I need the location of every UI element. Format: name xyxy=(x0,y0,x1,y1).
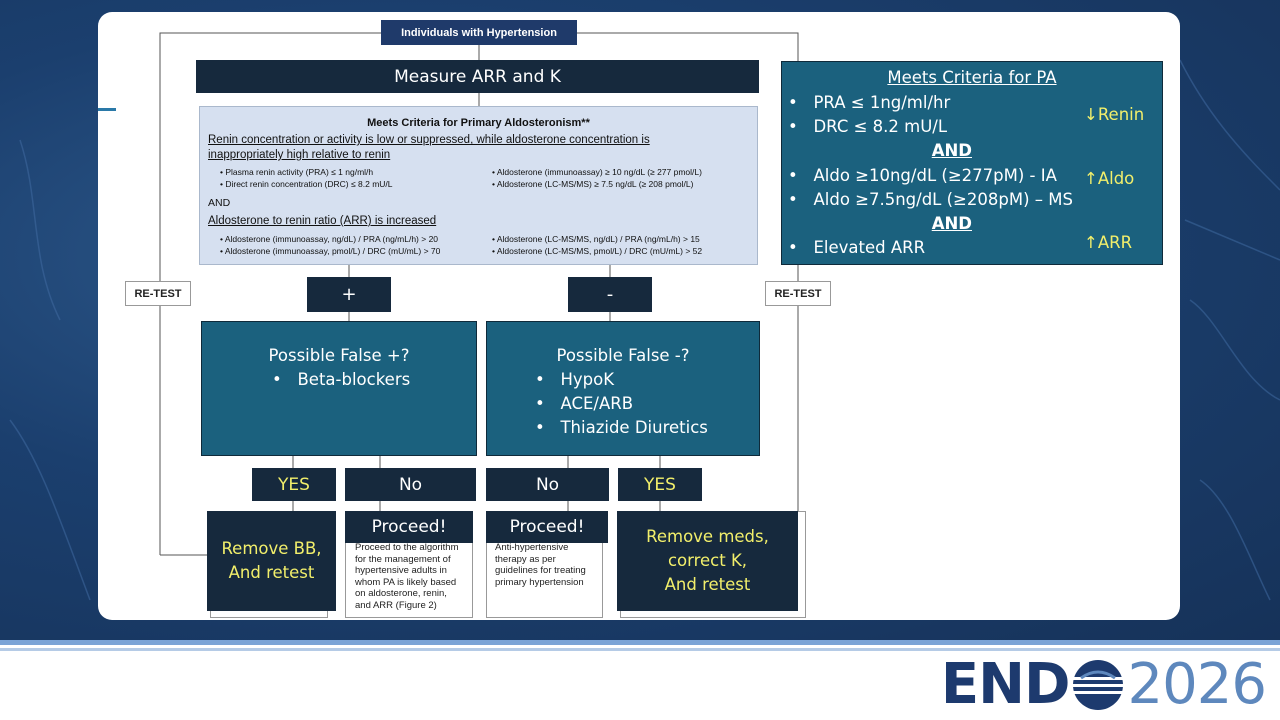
false-negative-item: • Thiazide Diuretics xyxy=(535,418,708,437)
renin-down-note: ↓Renin xyxy=(1084,105,1145,124)
footer-stripe xyxy=(0,648,1280,651)
endo-2026-logo: END 2026 xyxy=(940,652,1267,717)
meets-criteria-pa-box: Meets Criteria for PA • PRA ≤ 1ng/ml/hr … xyxy=(781,61,1163,265)
positive-result-box: + xyxy=(307,277,391,312)
detail-line: for the management of xyxy=(355,553,451,565)
criteria-bullet: • Plasma renin activity (PRA) ≤ 1 ng/ml/… xyxy=(220,167,374,177)
retest-left-box: RE-TEST xyxy=(125,281,191,306)
footer-bar: END 2026 xyxy=(0,640,1280,720)
remove-meds-line: correct K, xyxy=(667,551,748,570)
false-positive-item: • Beta-blockers xyxy=(272,370,411,389)
false-negative-item: • ACE/ARB xyxy=(535,394,634,413)
possible-false-positive-box: Possible False +? • Beta-blockers xyxy=(201,321,477,456)
pa-criterion: • Elevated ARR xyxy=(788,238,926,257)
criteria-line2: Aldosterone to renin ratio (ARR) is incr… xyxy=(208,215,437,227)
criteria-bullet: • Aldosterone (LC-MS/MS) ≥ 7.5 ng/dL (≥ … xyxy=(492,179,694,189)
criteria-bullet: • Direct renin concentration (DRC) ≤ 8.2… xyxy=(220,179,393,189)
accent-line xyxy=(98,108,116,111)
detail-line: whom PA is likely based xyxy=(355,576,457,588)
yes-left-box: YES xyxy=(252,468,336,501)
proceed-left-box: Proceed! xyxy=(345,511,473,543)
negative-result-box: - xyxy=(568,277,652,312)
detail-line: Anti-hypertensive xyxy=(495,542,569,553)
detail-line: therapy as per xyxy=(495,553,556,565)
criteria-and: AND xyxy=(208,197,231,209)
detail-line: Proceed to the algorithm xyxy=(355,542,459,553)
criteria-bullet: • Aldosterone (LC-MS/MS, pmol/L) / DRC (… xyxy=(492,246,703,256)
pa-criteria-box: Meets Criteria for Primary Aldosteronism… xyxy=(199,106,758,265)
pa-criterion: • Aldo ≥10ng/dL (≥277pM) - IA xyxy=(788,166,1057,185)
remove-meds-line: Remove meds, xyxy=(646,527,769,546)
false-negative-heading: Possible False -? xyxy=(556,346,690,365)
detail-line: and ARR (Figure 2) xyxy=(355,599,437,611)
globe-icon xyxy=(1071,658,1125,712)
footer-stripe xyxy=(0,640,1280,645)
remove-meds-box: Remove meds, correct K, And retest xyxy=(617,511,798,611)
detail-line: hypertensive adults in xyxy=(355,565,447,576)
logo-end-text: END xyxy=(940,652,1071,717)
pa-criterion: • DRC ≤ 8.2 mU/L xyxy=(788,117,948,136)
criteria-line1b: inappropriately high relative to renin xyxy=(208,149,391,161)
individuals-with-hypertension-box: Individuals with Hypertension xyxy=(381,20,577,45)
proceed-right-box: Proceed! xyxy=(486,511,608,543)
detail-line: on aldosterone, renin, xyxy=(355,588,447,599)
measure-arr-box: Measure ARR and K xyxy=(196,60,759,93)
pa-and: AND xyxy=(931,214,972,233)
logo-year-text: 2026 xyxy=(1127,652,1267,717)
yes-right-box: YES xyxy=(618,468,702,501)
remove-bb-line: And retest xyxy=(228,563,315,582)
no-left-box: No xyxy=(345,468,476,501)
criteria-bullet: • Aldosterone (LC-MS/MS, ng/dL) / PRA (n… xyxy=(492,234,700,244)
pa-box-title: Meets Criteria for PA xyxy=(887,68,1057,87)
possible-false-negative-box: Possible False -? • HypoK • ACE/ARB • Th… xyxy=(486,321,760,456)
criteria-bullet: • Aldosterone (immunoassay, pmol/L) / DR… xyxy=(220,246,441,256)
remove-meds-line: And retest xyxy=(664,575,751,594)
pa-criterion: • PRA ≤ 1ng/ml/hr xyxy=(788,93,951,112)
false-positive-heading: Possible False +? xyxy=(268,346,410,365)
no-right-box: No xyxy=(486,468,609,501)
arr-up-note: ↑ARR xyxy=(1084,233,1133,252)
detail-line: primary hypertension xyxy=(495,576,584,588)
false-negative-item: • HypoK xyxy=(535,370,615,389)
pa-criterion: • Aldo ≥7.5ng/dL (≥208pM) – MS xyxy=(788,190,1073,209)
criteria-line1a: Renin concentration or activity is low o… xyxy=(208,134,650,146)
background-texture xyxy=(9,59,1280,601)
pa-and: AND xyxy=(931,141,972,160)
detail-line: guidelines for treating xyxy=(495,565,586,576)
criteria-bullet: • Aldosterone (immunoassay) ≥ 10 ng/dL (… xyxy=(492,167,702,177)
remove-bb-box: Remove BB, And retest xyxy=(207,511,336,611)
aldo-up-note: ↑Aldo xyxy=(1084,169,1135,188)
retest-right-box: RE-TEST xyxy=(765,281,831,306)
criteria-title: Meets Criteria for Primary Aldosteronism… xyxy=(367,117,590,129)
criteria-bullet: • Aldosterone (immunoassay, ng/dL) / PRA… xyxy=(220,234,439,244)
remove-bb-line: Remove BB, xyxy=(221,539,322,558)
